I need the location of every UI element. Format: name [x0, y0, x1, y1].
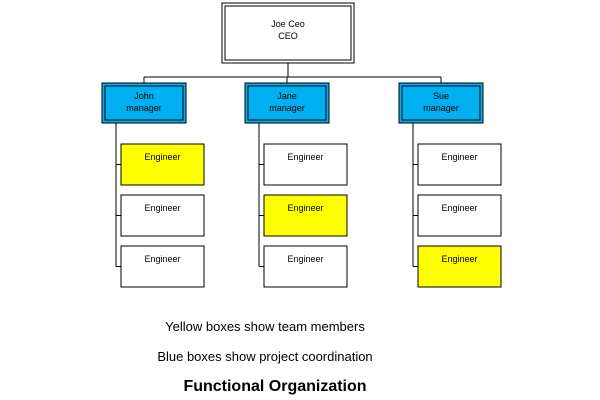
- manager-box-3: [398, 82, 484, 124]
- diagram-title: Functional Organization: [183, 378, 367, 395]
- manager-box-inner-border-1: [104, 85, 184, 121]
- engineer-label-2-3: Engineer: [287, 254, 323, 264]
- engineer-box-3-3: [417, 245, 502, 288]
- manager-name-1: John: [134, 91, 154, 101]
- manager-box-1: [101, 82, 187, 124]
- ceo-box: [221, 2, 355, 64]
- engineer-box-2-2: [263, 194, 348, 237]
- manager-name-3: Sue: [433, 91, 449, 101]
- blue-legend-note: Blue boxes show project coordination: [157, 349, 373, 364]
- engineer-box-3-2: [417, 194, 502, 237]
- yellow-legend-note: Yellow boxes show team members: [165, 319, 365, 334]
- engineer-box-1-3: [120, 245, 205, 288]
- engineer-label-3-2: Engineer: [441, 203, 477, 213]
- engineer-box-2-1: [263, 143, 348, 186]
- manager-box-2: [244, 82, 330, 124]
- engineer-label-3-3: Engineer: [441, 254, 477, 264]
- engineer-label-1-1: Engineer: [144, 152, 180, 162]
- engineer-label-2-2: Engineer: [287, 203, 323, 213]
- manager-name-2: Jane: [277, 91, 297, 101]
- manager-box-inner-border-2: [247, 85, 327, 121]
- manager-role-3: manager: [423, 103, 459, 113]
- engineer-box-1-1: [120, 143, 205, 186]
- manager-role-2: manager: [269, 103, 305, 113]
- manager-role-1: manager: [126, 103, 162, 113]
- ceo-box-inner-border: [224, 5, 352, 61]
- org-chart: Joe CeoCEOJohnmanagerEngineerEngineerEng…: [101, 2, 502, 288]
- engineer-label-2-1: Engineer: [287, 152, 323, 162]
- ceo-name: Joe Ceo: [271, 19, 305, 29]
- engineer-label-1-3: Engineer: [144, 254, 180, 264]
- engineer-box-1-2: [120, 194, 205, 237]
- engineer-box-3-1: [417, 143, 502, 186]
- engineer-label-1-2: Engineer: [144, 203, 180, 213]
- ceo-role: CEO: [278, 31, 298, 41]
- manager-box-inner-border-3: [401, 85, 481, 121]
- engineer-box-2-3: [263, 245, 348, 288]
- engineer-label-3-1: Engineer: [441, 152, 477, 162]
